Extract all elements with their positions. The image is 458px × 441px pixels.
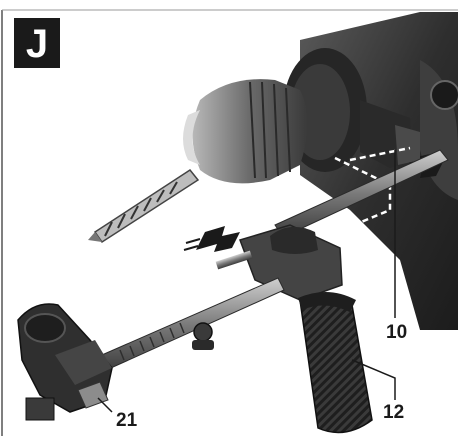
callout-12: 12 <box>383 402 405 423</box>
insert-arrow-left <box>183 226 240 252</box>
housing-vent <box>430 80 458 110</box>
clamp-face <box>395 125 420 165</box>
chuck-nose <box>183 110 200 165</box>
drill-chuck <box>192 79 308 184</box>
collector-body <box>55 340 112 385</box>
collector-opening <box>24 313 66 343</box>
grip-collar <box>298 291 356 312</box>
rod-threads <box>119 322 185 361</box>
leader-lines <box>97 150 396 413</box>
callout-21: 21 <box>116 410 138 431</box>
rod-lock-base <box>192 340 214 350</box>
depth-stop-pin <box>215 250 253 270</box>
callout-10: 10 <box>386 322 408 343</box>
collector-base <box>25 397 55 421</box>
drill-bit <box>88 168 200 244</box>
clamp-knob <box>270 226 318 254</box>
panel-letter: J <box>25 22 49 66</box>
chuck-ridges <box>249 81 291 179</box>
panel-letter-badge: J <box>14 18 60 68</box>
rod-lock-knob <box>193 322 213 342</box>
